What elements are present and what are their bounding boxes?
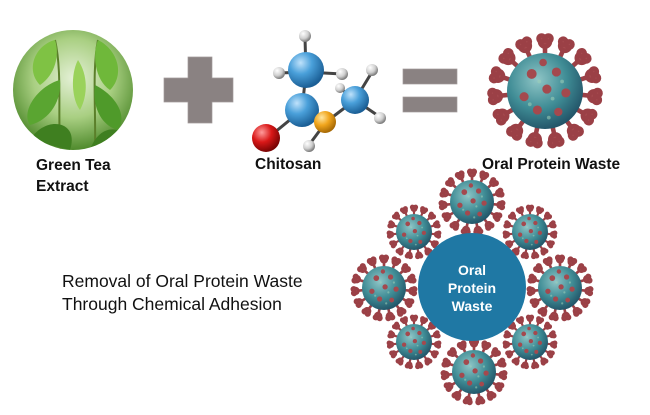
- chitosan-label: Chitosan: [255, 156, 322, 173]
- virus-particle-right: [528, 256, 593, 320]
- chitosan-molecule-icon: [252, 30, 386, 152]
- removal-caption-line2: Through Chemical Adhesion: [62, 294, 282, 314]
- green-tea-label-line2: Extract: [36, 178, 89, 195]
- oral-protein-waste-label: Oral Protein Waste: [482, 156, 621, 173]
- equals-operator-icon: [402, 68, 458, 113]
- oral-protein-waste-virus-icon: [489, 36, 601, 147]
- green-tea-label-line1: Green Tea: [36, 157, 111, 174]
- virus-particle-left: [352, 256, 417, 320]
- center-label-line1: Oral: [457, 262, 486, 278]
- plus-operator-icon: [163, 56, 234, 124]
- center-label-line2: Protein: [447, 280, 497, 296]
- green-tea-image: [13, 30, 133, 150]
- removal-caption-line1: Removal of Oral Protein Waste: [62, 271, 303, 291]
- center-label-line3: Waste: [451, 298, 493, 314]
- virus-particle-top: [440, 170, 505, 234]
- green-tea-extract-label: Green Tea Extract: [36, 155, 111, 197]
- virus-particle-bottom: [442, 340, 507, 404]
- oral-protein-waste-center-circle: [418, 233, 526, 341]
- center-circle-label: Oral Protein Waste: [418, 261, 526, 315]
- removal-caption: Removal of Oral Protein Waste Through Ch…: [62, 270, 303, 316]
